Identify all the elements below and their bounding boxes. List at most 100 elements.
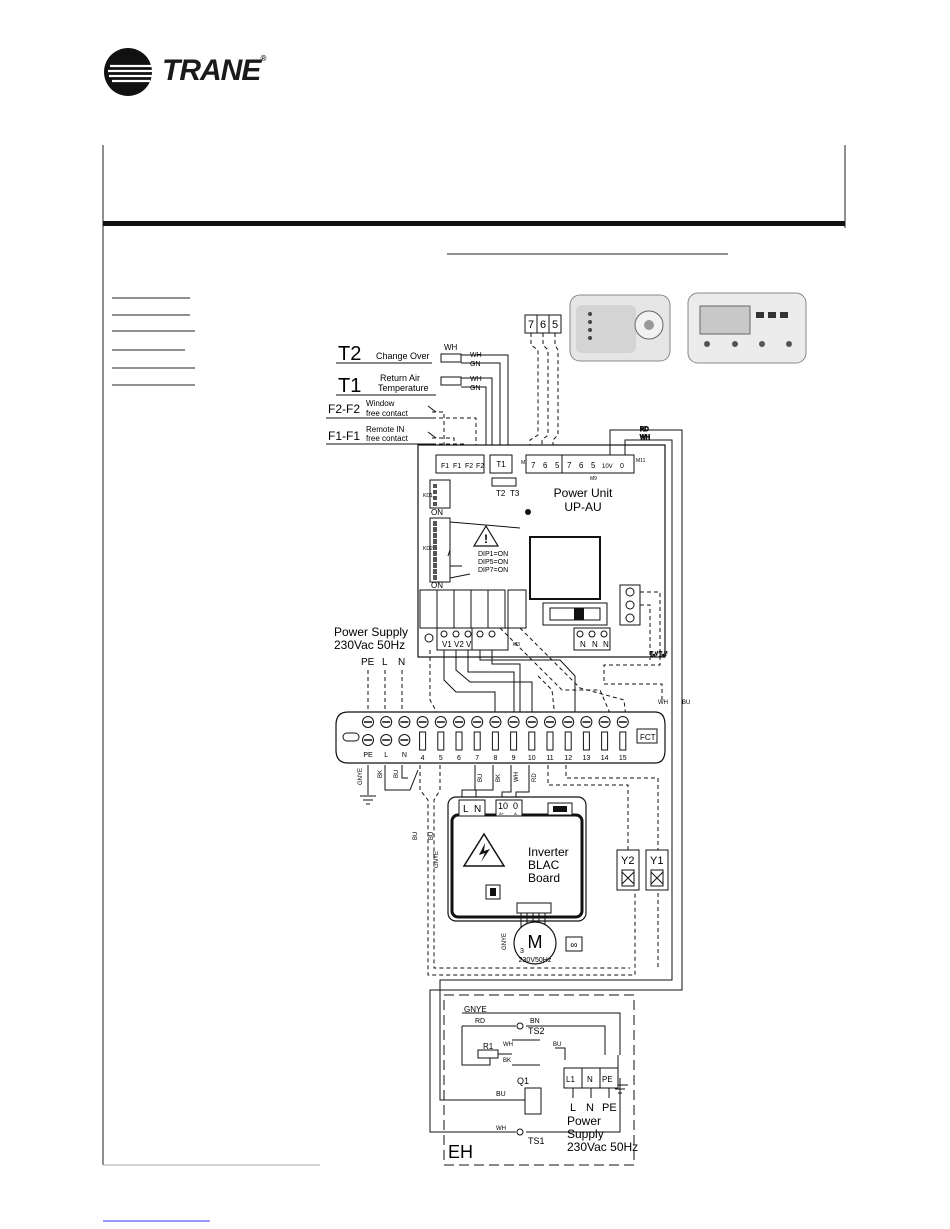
svg-text:7: 7 [531, 461, 536, 470]
svg-text:Board: Board [528, 871, 560, 885]
svg-text:UP-AU: UP-AU [564, 500, 601, 514]
valve-terminals: V1 V2 V3 M3 [436, 627, 520, 651]
svg-text:F2-F2: F2-F2 [328, 402, 360, 416]
m11-terminal-block [619, 584, 641, 626]
svg-text:ON: ON [431, 508, 443, 517]
dip-note: DIP1=ON [478, 551, 508, 558]
svg-text:WH: WH [470, 376, 482, 383]
svg-text:N: N [474, 804, 481, 815]
dip-switch-kd1: KD1 ON [423, 479, 451, 517]
ground-symbol [360, 795, 376, 805]
svg-text:T2: T2 [496, 489, 506, 498]
main-supply-wires [367, 670, 403, 718]
svg-text:Q1: Q1 [517, 1076, 529, 1086]
fan-motor: M 3 230V50Hz ∞ GNYE [502, 913, 583, 965]
contact-f1: F1-F1 Remote IN free contact [326, 425, 437, 445]
svg-text:PE: PE [602, 1102, 617, 1114]
strip-clamp [546, 731, 554, 751]
inverter-board: L N 10 0 A+ A- Inverter BLAC Board GNYE [434, 796, 587, 922]
svg-text:BU: BU [478, 774, 484, 782]
svg-text:KD2: KD2 [423, 546, 433, 552]
svg-text:7: 7 [567, 461, 572, 470]
svg-text:L: L [382, 657, 388, 668]
dip-note: DIP7=ON [478, 567, 508, 574]
dip-switch-kd2: KD2 ON [423, 517, 451, 590]
svg-text:FCT: FCT [640, 733, 656, 742]
svg-text:BU: BU [553, 1042, 561, 1048]
strip-clamp [419, 731, 427, 751]
svg-text:BLAC: BLAC [528, 858, 560, 872]
svg-text:EH: EH [448, 1142, 473, 1162]
svg-text:10: 10 [498, 801, 508, 811]
svg-text:WH: WH [503, 1042, 513, 1048]
svg-text:BU: BU [394, 770, 400, 778]
svg-text:F2: F2 [465, 463, 473, 470]
sensor-t1: T1 Return Air Temperature WH GN [336, 373, 482, 397]
svg-text:PE: PE [361, 657, 375, 668]
svg-text:R1: R1 [483, 1042, 494, 1051]
svg-text:V3: V3 [466, 640, 476, 649]
svg-text:230V50Hz: 230V50Hz [519, 957, 552, 964]
strip-terminal-label: 11 [546, 755, 553, 762]
svg-text:5: 5 [555, 461, 560, 470]
svg-text:∞: ∞ [570, 940, 577, 951]
sensor-t2: T2 Change Over WH WH GN [336, 343, 482, 368]
svg-text:230Vac 50Hz: 230Vac 50Hz [567, 1140, 638, 1154]
svg-text:KD1: KD1 [423, 493, 433, 499]
brand-name: TRANE® [162, 54, 266, 87]
svg-text:Window: Window [366, 399, 395, 408]
svg-text:N: N [587, 1075, 593, 1084]
remote-terminal-block: 7 6 5 [524, 314, 562, 334]
valve-y2: Y2 [616, 849, 640, 891]
svg-text:PE: PE [602, 1075, 613, 1084]
strip-terminal-label: 4 [421, 755, 425, 762]
svg-text:F1: F1 [441, 463, 449, 470]
svg-text:RD: RD [640, 427, 649, 433]
main-power-supply: Power Supply 230Vac 50Hz PE L N [334, 625, 408, 668]
svg-text:Return Air: Return Air [380, 373, 420, 383]
svg-text:Inverter: Inverter [528, 845, 569, 859]
svg-text:BU: BU [413, 832, 419, 840]
strip-clamp [455, 731, 463, 751]
svg-text:!: ! [484, 532, 488, 546]
sensor-wires [461, 354, 509, 455]
strip-clamp [510, 731, 518, 751]
svg-text:ON: ON [431, 581, 443, 590]
temperature-connectors: T1 T2 T3 [489, 454, 520, 498]
svg-text:BN: BN [650, 652, 658, 658]
svg-text:F1-F1: F1-F1 [328, 429, 360, 443]
transformer [529, 536, 601, 600]
svg-text:0: 0 [513, 801, 518, 811]
svg-text:N: N [592, 640, 598, 649]
brand-logo: TRANE® [100, 46, 300, 98]
svg-text:WH: WH [514, 772, 520, 782]
svg-text:Change Over: Change Over [376, 351, 430, 361]
strip-clamp [528, 731, 536, 751]
svg-text:TS1: TS1 [528, 1136, 545, 1146]
strip-terminal-label: L [384, 752, 388, 759]
strip-terminal-label: 10 [528, 755, 536, 762]
svg-text:L: L [463, 804, 469, 815]
power-unit-board: Power Unit UP-AU F1 F1 F2 F2 T1 T2 T3 [417, 444, 666, 658]
svg-text:230Vac 50Hz: 230Vac 50Hz [334, 638, 405, 652]
svg-text:free contact: free contact [366, 434, 409, 443]
svg-text:BU: BU [682, 700, 690, 706]
svg-text:GNYE: GNYE [358, 768, 364, 785]
svg-text:M: M [528, 932, 543, 952]
svg-text:GNYE: GNYE [502, 933, 508, 950]
svg-text:M9: M9 [590, 476, 597, 482]
svg-text:N: N [586, 1102, 594, 1114]
thermostat-controller-image [569, 294, 671, 362]
svg-text:6: 6 [543, 461, 548, 470]
remote-terminal-label: 7 [528, 319, 534, 331]
svg-text:T1: T1 [496, 460, 506, 469]
strip-terminal-label: 8 [493, 755, 497, 762]
bus-terminals: M10 7 6 5 7 6 5 10V 0 M9 M11 [521, 454, 646, 482]
svg-text:free contact: free contact [366, 409, 409, 418]
strip-terminal-label: 12 [564, 755, 572, 762]
remote-terminal-label: 6 [540, 319, 546, 331]
contact-wires [432, 411, 477, 455]
